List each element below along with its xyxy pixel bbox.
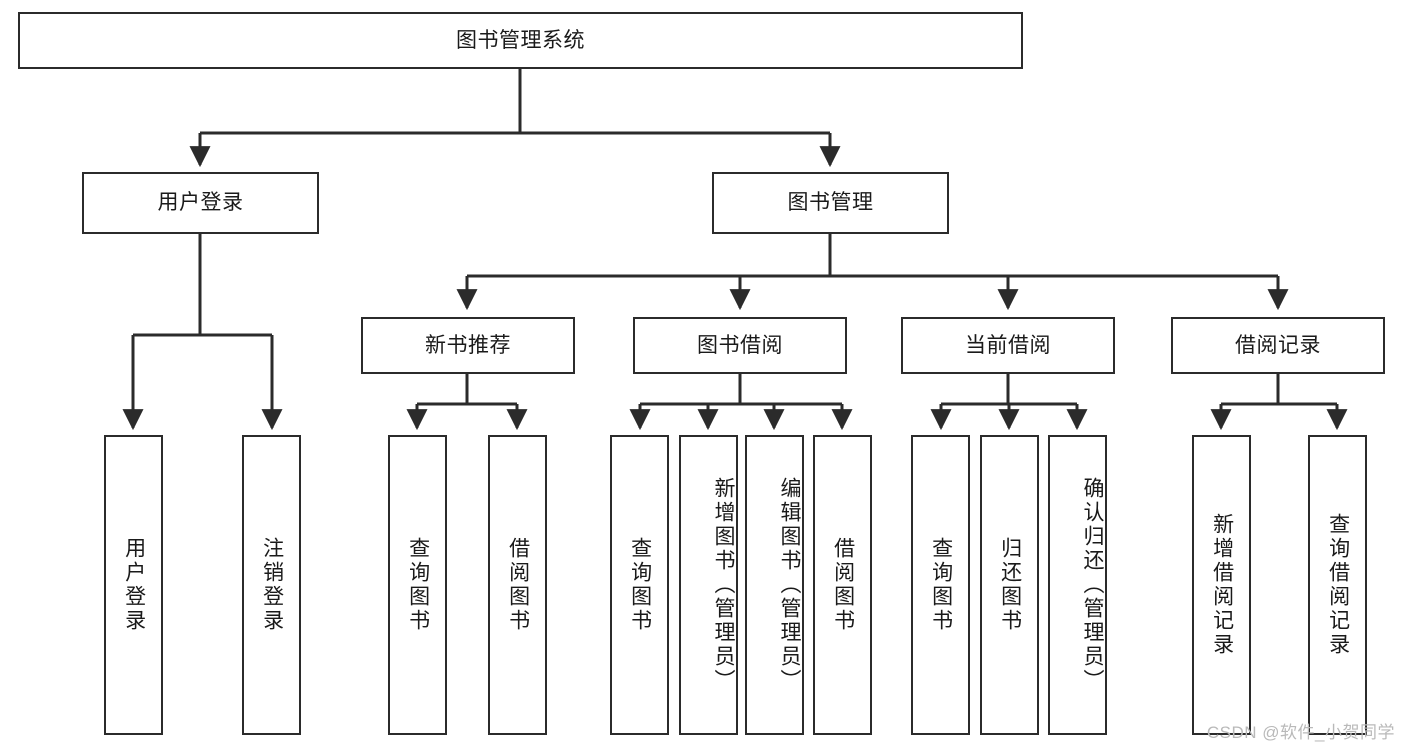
node-book-manage[interactable]: 图书管理 (712, 172, 949, 234)
node-borrow-book[interactable]: 图书借阅 (633, 317, 847, 374)
leaf-borrow-record-2[interactable]: 查询借阅记录 (1308, 435, 1367, 735)
node-root-label: 图书管理系统 (456, 28, 585, 52)
node-user-login-label: 用户登录 (157, 191, 244, 215)
leaf-current-borrow-3[interactable]: 确认归还（管理员） (1048, 435, 1107, 735)
leaf-new-book-2-label: 借阅图书 (506, 537, 530, 633)
node-current-borrow[interactable]: 当前借阅 (901, 317, 1115, 374)
leaf-borrow-book-1-label: 查询图书 (628, 537, 652, 633)
leaf-user-login-2[interactable]: 注销登录 (242, 435, 301, 735)
leaf-current-borrow-2[interactable]: 归还图书 (980, 435, 1039, 735)
leaf-current-borrow-2-label: 归还图书 (998, 537, 1022, 633)
leaf-borrow-book-1[interactable]: 查询图书 (610, 435, 669, 735)
leaf-user-login-1[interactable]: 用户登录 (104, 435, 163, 735)
node-new-book-label: 新书推荐 (425, 333, 511, 357)
leaf-borrow-book-3[interactable]: 编辑图书（管理员） (745, 435, 804, 735)
leaf-user-login-1-label: 用户登录 (122, 537, 146, 633)
leaf-current-borrow-1-label: 查询图书 (929, 537, 953, 633)
leaf-new-book-1-label: 查询图书 (406, 537, 430, 633)
leaf-borrow-book-4-label: 借阅图书 (831, 537, 855, 633)
leaf-borrow-record-1[interactable]: 新增借阅记录 (1192, 435, 1251, 735)
node-root[interactable]: 图书管理系统 (18, 12, 1023, 69)
node-borrow-book-label: 图书借阅 (697, 333, 783, 357)
leaf-borrow-book-4[interactable]: 借阅图书 (813, 435, 872, 735)
leaf-new-book-2[interactable]: 借阅图书 (488, 435, 547, 735)
leaf-current-borrow-1[interactable]: 查询图书 (911, 435, 970, 735)
leaf-new-book-1[interactable]: 查询图书 (388, 435, 447, 735)
leaf-current-borrow-3-label: 确认归还（管理员） (1081, 477, 1104, 693)
leaf-borrow-book-3-label: 编辑图书（管理员） (778, 477, 801, 693)
node-current-borrow-label: 当前借阅 (965, 333, 1051, 357)
node-user-login[interactable]: 用户登录 (82, 172, 319, 234)
node-book-manage-label: 图书管理 (787, 191, 874, 215)
leaf-user-login-2-label: 注销登录 (260, 537, 284, 633)
leaf-borrow-book-2-label: 新增图书（管理员） (712, 477, 735, 693)
leaf-borrow-record-1-label: 新增借阅记录 (1210, 513, 1234, 657)
node-borrow-record-label: 借阅记录 (1235, 333, 1321, 357)
node-new-book[interactable]: 新书推荐 (361, 317, 575, 374)
leaf-borrow-record-2-label: 查询借阅记录 (1326, 513, 1350, 657)
watermark: CSDN @软件_小贺同学 (1206, 723, 1395, 742)
node-borrow-record[interactable]: 借阅记录 (1171, 317, 1385, 374)
leaf-borrow-book-2[interactable]: 新增图书（管理员） (679, 435, 738, 735)
